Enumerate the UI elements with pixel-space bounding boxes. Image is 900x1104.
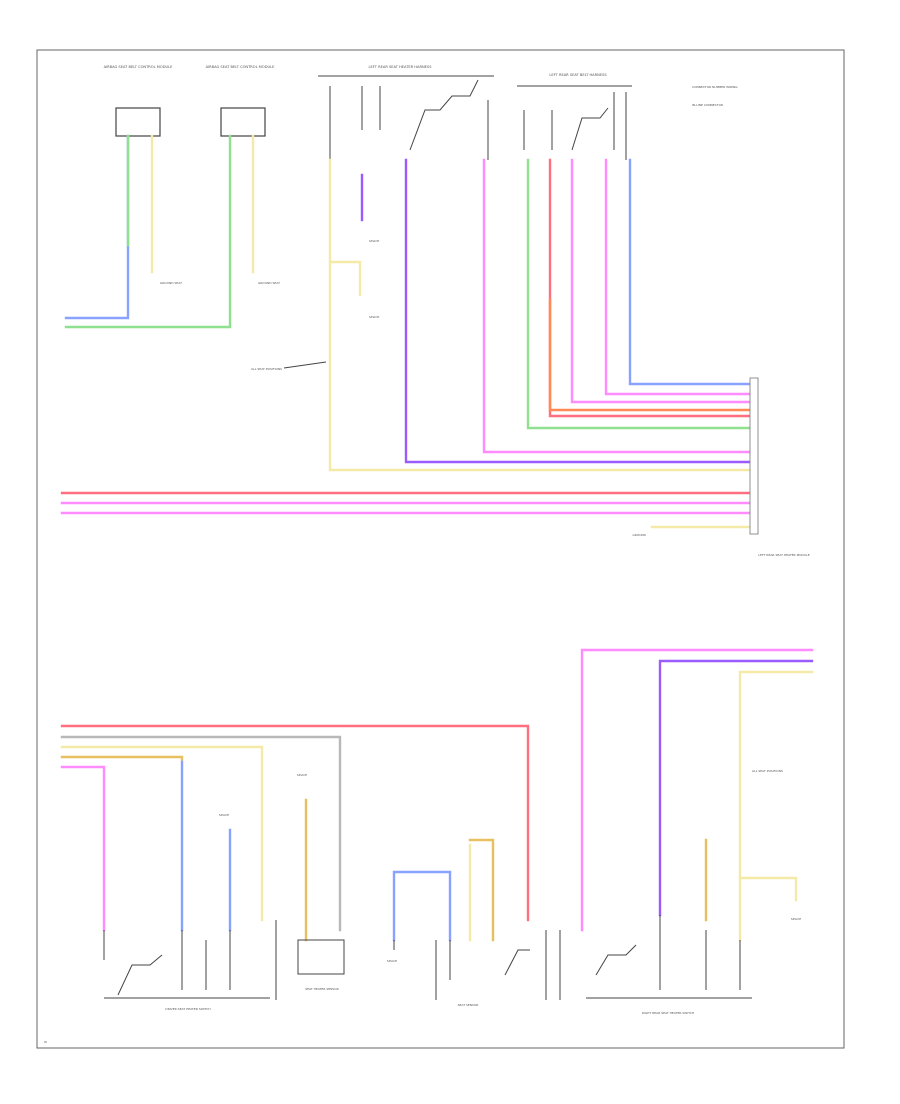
legend-1: CONNECTOR NUMBER WIRING bbox=[692, 85, 738, 89]
wire-violet-br bbox=[658, 659, 814, 917]
bottom-label-3: SEAT SENSOR bbox=[458, 1003, 479, 1007]
wire-orange-main bbox=[548, 298, 752, 412]
bottom-label-2: SEAT HEATER SENSOR bbox=[305, 987, 339, 991]
bottom-label-1: DRIVER SEAT HEATER SWITCH bbox=[165, 1007, 210, 1011]
wire-red-main bbox=[548, 158, 752, 418]
harness-left-label: LEFT REAR SEAT HEATER HARNESS bbox=[369, 65, 433, 69]
module-2-label: AIRBAG SEAT BELT CONTROL MODULE bbox=[206, 65, 275, 69]
ground-2-label: GROUND SEAT bbox=[258, 281, 280, 285]
module-1-label: AIRBAG SEAT BELT CONTROL MODULE bbox=[104, 65, 173, 69]
wire-pink-3 bbox=[604, 158, 752, 396]
wire-blue-main bbox=[628, 158, 752, 386]
wire-yellow-top bbox=[328, 158, 752, 472]
bottom-splice-1: SPLICE bbox=[219, 813, 229, 817]
ground-mid-label: GROUND bbox=[632, 533, 646, 537]
wire-tan-mid bbox=[468, 838, 495, 942]
bottom-splice-4: SPLICE bbox=[791, 917, 801, 921]
left-mid-note: ALL SEAT POSITIONS bbox=[251, 367, 282, 371]
bottom-switch-contacts bbox=[103, 915, 752, 1000]
wire-yellow-bottom bbox=[60, 745, 264, 922]
module-2-box bbox=[220, 107, 266, 137]
wire-blue-m1 bbox=[64, 134, 130, 320]
wire-pink-bottom bbox=[60, 765, 106, 932]
top-switch-contacts bbox=[329, 79, 627, 160]
wire-tan-bottom bbox=[60, 755, 184, 762]
wire-yellow-br-2 bbox=[738, 876, 798, 902]
right-connector bbox=[749, 377, 759, 535]
wire-pink-2 bbox=[570, 158, 752, 404]
right-module-label: LEFT REAR SEAT HEATER MODULE bbox=[758, 553, 809, 557]
wire-green-main bbox=[526, 158, 752, 430]
wire-gray-bottom bbox=[60, 735, 342, 932]
wire-green-m2 bbox=[64, 134, 232, 329]
harness-right-label: LEFT REAR SEAT BELT HARNESS bbox=[549, 73, 607, 77]
legend-2: IN-LINE CONNECTOR bbox=[692, 103, 723, 107]
page-tag: W bbox=[44, 1040, 47, 1044]
bottom-label-4: RIGHT REAR SEAT HEATER SWITCH bbox=[642, 1011, 694, 1015]
bottom-splice-2: SPLICE bbox=[297, 773, 307, 777]
wire-yellow-br bbox=[738, 670, 814, 942]
module-1-box bbox=[115, 107, 161, 137]
top-left-modules: AIRBAG SEAT BELT CONTROL MODULE AIRBAG S… bbox=[104, 65, 275, 137]
bottom-splice-3: SPLICE bbox=[387, 959, 397, 963]
diagram-frame bbox=[36, 49, 845, 1049]
wire-tan-top bbox=[328, 260, 362, 297]
wire-violet-main bbox=[404, 158, 752, 464]
wire-pink-br bbox=[580, 648, 814, 932]
left-mid-note-pointer bbox=[283, 361, 327, 369]
splice-2-label: SPLICE bbox=[369, 315, 379, 319]
right-note: ALL SEAT POSITIONS bbox=[752, 769, 783, 773]
ground-1-label: GROUND SEAT bbox=[160, 281, 182, 285]
wire-pink-main bbox=[482, 158, 752, 454]
splice-1-label: SPLICE bbox=[369, 239, 379, 243]
wire-red-bottom bbox=[60, 724, 530, 922]
wire-blue-mid bbox=[392, 870, 452, 942]
